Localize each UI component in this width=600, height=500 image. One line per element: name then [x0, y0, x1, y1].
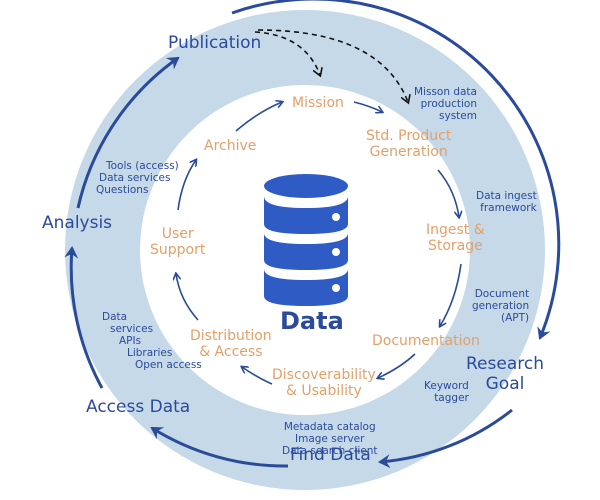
inner-label-documentation: Documentation	[372, 333, 480, 349]
outer-label-analysis: Analysis	[42, 213, 113, 233]
arrow-discoverability-to-distribution	[242, 367, 273, 385]
inner-label-ingest-storage: Ingest & Storage	[426, 222, 485, 255]
note-line: Keyword	[424, 380, 469, 392]
inner-label-std-product: Std. Product Generation	[366, 128, 452, 161]
arrow-std-to-ingest	[437, 169, 459, 217]
note-keyword-tagger: Keyword tagger	[424, 380, 469, 404]
note-line: Document	[474, 288, 530, 300]
note-line: production	[420, 98, 477, 111]
inner-label-mission: Mission	[292, 95, 344, 111]
arrow-research-to-find	[378, 408, 513, 469]
arrow-documentation-to-discoverability	[378, 353, 416, 378]
dashed-arrow-to-mission-system	[257, 29, 408, 102]
arrow-ingest-to-documentation	[440, 263, 462, 326]
database-icon	[264, 174, 348, 306]
note-line: Tools (access)	[106, 160, 179, 172]
note-line: APIs	[119, 335, 142, 348]
note-find-tools: Metadata catalog Image server Data searc…	[282, 421, 377, 457]
note-document-generation: Document generation (APT)	[472, 288, 529, 324]
note-line: system	[439, 110, 477, 123]
inner-label-user-support: User Support	[150, 226, 206, 259]
note-analysis-tools: Tools (access) Data services Questions	[96, 160, 179, 196]
arrow-mission-to-std	[353, 101, 382, 112]
note-line: Data ingest	[476, 190, 537, 202]
note-line: Image server	[295, 433, 365, 446]
note-line: Metadata catalog	[283, 421, 376, 433]
note-mission-data-system: Misson data production system	[414, 86, 477, 122]
center-label: Data	[280, 307, 344, 335]
arrow-archive-to-mission	[235, 102, 282, 132]
outer-label-find-data: Find Data	[290, 445, 371, 465]
inner-label-archive: Archive	[204, 138, 257, 154]
note-line: services	[110, 323, 154, 336]
outer-label-access-data: Access Data	[86, 397, 191, 417]
note-line: Data	[102, 311, 128, 323]
outer-label-publication: Publication	[168, 33, 262, 53]
outer-label-research-goal: Research Goal	[466, 354, 544, 394]
note-line: Libraries	[127, 347, 173, 360]
arrow-support-to-archive	[177, 160, 196, 211]
note-line: generation	[472, 300, 530, 313]
note-line: Questions	[96, 184, 149, 197]
note-line: Misson data	[414, 86, 477, 98]
inner-label-distribution: Distribution & Access	[190, 328, 272, 361]
arrow-access-to-analysis	[64, 246, 104, 389]
arrow-find-to-access	[150, 426, 289, 468]
note-access-tools: Data services APIs Libraries Open access	[102, 311, 202, 371]
note-ingest-framework: Data ingest framework	[476, 190, 537, 214]
note-line: framework	[480, 202, 537, 215]
dashed-arrow-to-mission	[254, 31, 320, 75]
arrow-analysis-to-publication	[76, 56, 180, 209]
note-line: tagger	[434, 392, 469, 405]
arrow-publication-to-research	[231, 0, 561, 340]
inner-label-discoverability: Discoverability & Usability	[272, 367, 376, 400]
note-line: Data services	[99, 172, 171, 185]
note-line: Open access	[135, 359, 202, 372]
arrow-distribution-to-support	[176, 274, 199, 321]
note-line: Data search client	[282, 445, 378, 458]
note-line: (APT)	[500, 312, 530, 325]
